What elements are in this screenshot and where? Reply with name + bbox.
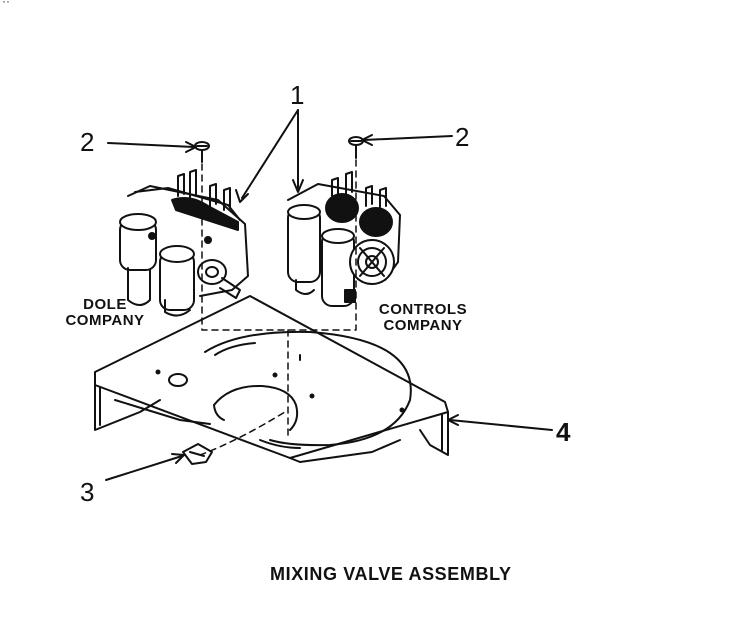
controls-mixing-valve	[287, 171, 401, 307]
controls-label-line2: COMPANY	[383, 317, 463, 334]
alignment-lines	[199, 159, 357, 456]
controls-label-line1: CONTROLS	[378, 301, 468, 318]
screw-right	[348, 136, 364, 159]
dole-mixing-valve	[119, 169, 249, 317]
retaining-clip	[182, 443, 213, 465]
corner-mark: ··	[2, 0, 10, 8]
dole-label-line1: DOLE	[83, 296, 127, 313]
leader-lines	[105, 109, 553, 481]
callout-4: 4	[556, 417, 571, 447]
callout-1: 1	[290, 80, 305, 110]
screw-left	[194, 141, 210, 163]
dole-label-line2: COMPANY	[65, 312, 145, 329]
dole-company-label: DOLE COMPANY	[50, 297, 160, 329]
diagram-title: MIXING VALVE ASSEMBLY	[270, 564, 512, 584]
callout-2-left: 2	[80, 127, 95, 157]
controls-company-label: CONTROLS COMPANY	[362, 302, 484, 334]
mounting-bracket	[94, 295, 449, 463]
callout-2-right: 2	[455, 122, 470, 152]
callout-3: 3	[80, 477, 95, 507]
